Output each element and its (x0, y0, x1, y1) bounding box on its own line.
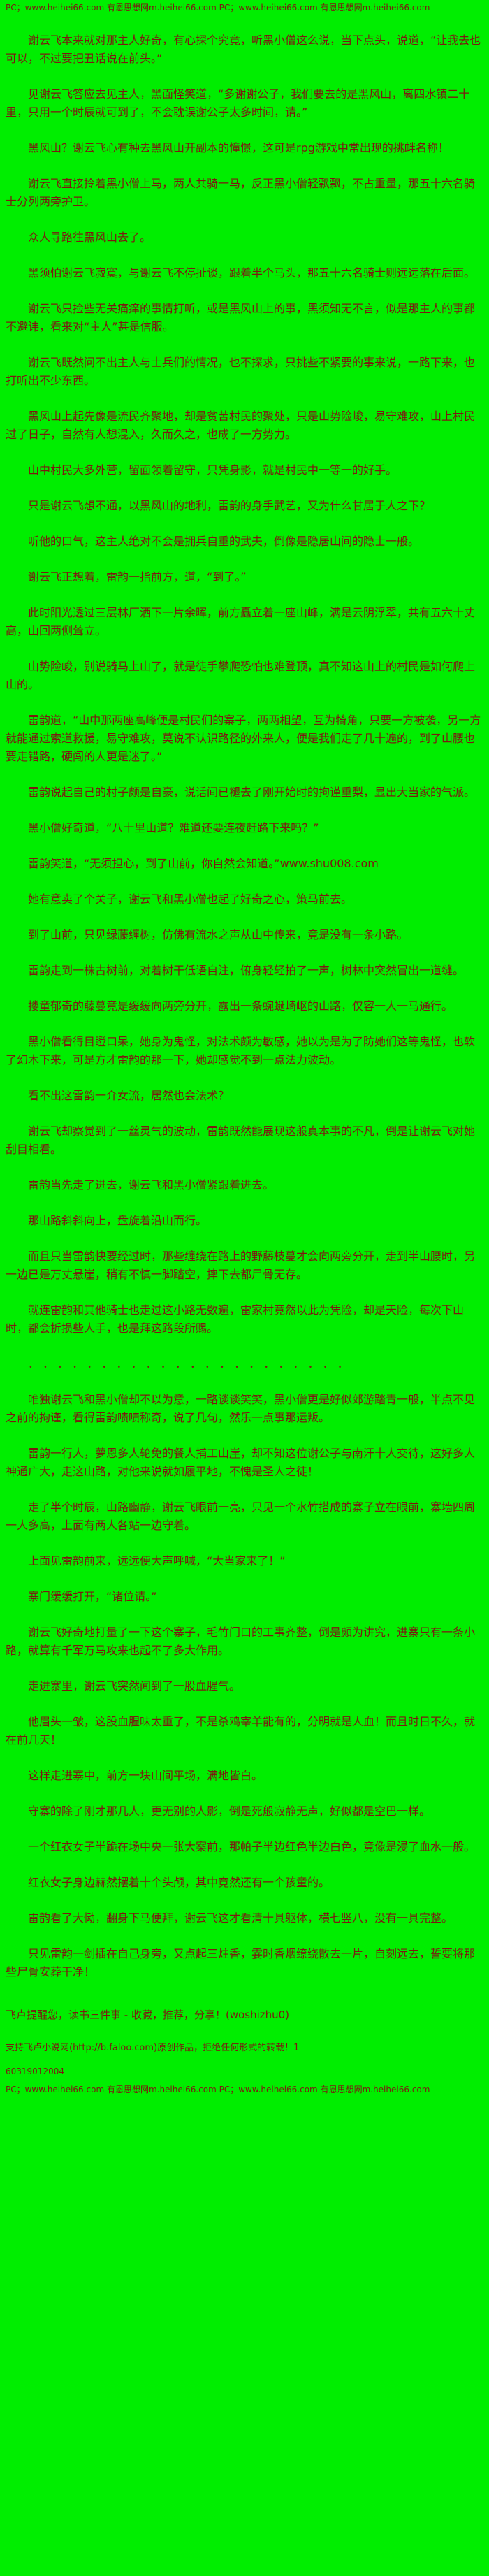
novel-paragraph: 这样走进寨中，前方一块山间平场，满地皆白。 (28, 1769, 263, 1782)
novel-paragraph: 黑小僧看得目瞪口呆，她身为鬼怪，对法术颇为敏感，她以为是为了防她们这等鬼怪，也软… (6, 1035, 476, 1066)
novel-paragraph: 雷韵道，“山中那两座高峰便是村民们的寨子，两两相望，互为犄角，只要一方被袭，另一… (6, 714, 481, 763)
novel-paragraph: 谢云飞却察觉到了一丝灵气的波动，雷韵既然能展现这般真本事的不凡，倒是让谢云飞对她… (6, 1124, 476, 1156)
novel-paragraph: 一个红衣女子半跪在场中央一张大案前，那帕子半边红色半边白色，竟像是浸了血水一般。 (28, 1840, 476, 1853)
faloo-reminder-line: 飞卢提醒您，读书三件事 - 收藏，推荐，分享！(woshizhu0) (6, 2009, 290, 2021)
novel-paragraph: 那山路斜斜向上，盘旋着沿山而行。 (28, 1214, 207, 1227)
footer: 飞卢提醒您，读书三件事 - 收藏，推荐，分享！(woshizhu0) 支持飞卢小… (6, 2006, 483, 2096)
novel-paragraph: 雷韵看了大恸，翻身下马便拜，谢云飞这才看清十具躯体，横七竖八，没有一具完整。 (28, 1911, 453, 1925)
novel-paragraph: 走进寨里，谢云飞突然闻到了一股血腥气。 (28, 1679, 241, 1693)
novel-paragraph: 她有意卖了个关子，谢云飞和黑小僧也起了好奇之心，策马前去。 (28, 892, 353, 906)
novel-paragraph: 谢云飞好奇地打量了一下这个寨子，毛竹门口的工事齐整，倒是颇为讲究，进寨只有一条小… (6, 1626, 476, 1657)
novel-paragraph: 红衣女子身边赫然摆着十个头颅，其中竟然还有一个孩童的。 (28, 1876, 330, 1889)
novel-paragraph: 此时阳光透过三层林厂洒下一片余晖，前方矗立着一座山峰，满是云阴浮翠，共有五六十丈… (6, 606, 476, 637)
novel-paragraph: 寨门缓缓打开，“诸位请。” (28, 1590, 157, 1603)
novel-paragraph: 唯独谢云飞和黑小僧却不以为意，一路谈谈笑笑，黑小僧更是好似郊游踏青一般，半点不见… (6, 1393, 476, 1424)
novel-paragraph: 雷韵笑道，“无须担心，到了山前，你自然会知道。”www.shu008.com (28, 857, 379, 870)
novel-paragraph: 他眉头一皱，这股血腥味太重了，不是杀鸡宰羊能有的，分明就是人血！而且时日不久，就… (6, 1715, 476, 1746)
novel-paragraph: 只见雷韵一剑插在自己身旁，又点起三炷香，霎时香烟缭绕散去一片，自刻远去，誓要将那… (6, 1947, 476, 1978)
novel-paragraph: 谢云飞直接拎着黑小僧上马，两人共骑一马，反正黑小僧轻飘飘，不占重量，那五十六名骑… (6, 177, 476, 208)
novel-paragraph: 山势险峻，别说骑马上山了，就是徒手攀爬恐怕也难登顶，真不知这山上的村民是如何爬上… (6, 660, 476, 691)
novel-paragraph: 只是谢云飞想不通，以黑风山的地利，雷韵的身手武艺，又为什么甘居于人之下？ (28, 499, 431, 512)
novel-paragraph: 守寨的除了刚才那几人，更无别的人影，倒是死般寂静无声，好似都是空巴一样。 (28, 1804, 431, 1818)
novel-paragraph: 雷韵当先走了进去，谢云飞和黑小僧紧跟着进去。 (28, 1178, 275, 1192)
novel-paragraph: 山中村民大多外营，留面领着留守，只凭身影，就是村民中一等一的好手。 (28, 463, 397, 477)
novel-paragraph: 黑风山上起先像是流民齐聚地，却是贫苦村民的聚处，只是山势险峻，易守难攻，山上村民… (6, 410, 476, 441)
novel-paragraph: 就连雷韵和其他骑士也走过这小路无数遍，雷家村竟然以此为凭险，却是天险，每次下山时… (6, 1303, 465, 1335)
novel-paragraph: 走了半个时辰，山路幽静，谢云飞眼前一亮，只见一个水竹搭成的寨子立在眼前，寨墙四周… (6, 1500, 476, 1532)
novel-paragraph: 上面见雷韵前来，远远便大声呼喊，“大当家来了！” (28, 1554, 286, 1568)
novel-paragraph: 见谢云飞答应去见主人，黑面怪笑道，“多谢谢公子，我们要去的是黑风山，离四水镇二十… (6, 87, 470, 119)
novel-paragraph: 雷韵说起自己的村子颇是自豪，说话间已褪去了刚开始时的拘谨重梨，显出大当家的气派。 (28, 786, 476, 799)
novel-paragraph: 看不出这雷韵一介女流，居然也会法术？ (28, 1089, 230, 1102)
header-site-links: PC；www.heihei66.com 有恩思想网m.heihei66.com … (6, 3, 430, 13)
novel-paragraph: 众人寻路往黑风山去了。 (28, 231, 152, 244)
novel-paragraph: 搂童郁奇的藤蔓竟是缓缓向两旁分开，露出一条蜿蜒崎岖的山路，仅容一人一马通行。 (28, 999, 453, 1013)
novel-paragraph: 谢云飞正想着，雷韵一指前方，道，“到了。” (28, 570, 247, 584)
footer-site-links: PC；www.heihei66.com 有恩思想网m.heihei66.com … (6, 2085, 430, 2094)
chapter-body: 谢云飞本来就对那主人好奇，有心探个究竟，听黑小僧这么说，当下点头，说道，“让我去… (6, 31, 483, 1981)
novel-paragraph: 黑须怕谢云飞寂寞，与谢云飞不停扯谈，跟着半个马头，那五十六名骑士则远远落在后面。 (28, 266, 476, 280)
novel-paragraph: 谢云飞只捡些无关痛痒的事情打听，或是黑风山上的事，黑须知无不言，似是那主人的事都… (6, 302, 476, 333)
novel-paragraph: 雷韵走到一株古树前，对着树干低语自注，俯身轻轻拍了一声，树林中突然冒出一道缝。 (28, 964, 465, 977)
novel-paragraph: 谢云飞本来就对那主人好奇，有心探个究竟，听黑小僧这么说，当下点头，说道，“让我去… (6, 34, 481, 65)
chapter-id-code: 60319012004 (6, 2067, 64, 2076)
faloo-support-link[interactable]: 支持飞卢小说网(http://b.faloo.com)原创作品，拒绝任何形式的转… (6, 2043, 300, 2053)
novel-paragraph: 谢云飞既然问不出主人与士兵们的情况，也不探求，只挑些不紧要的事来说，一路下来，也… (6, 356, 476, 387)
novel-paragraph: 黑小僧好奇道，“八十里山道？难道还要连夜赶路下来吗？” (28, 821, 319, 834)
novel-paragraph: ． ． ． ． ． ． ． ． ． ． ． ． ． ． ． ． ． ． ． ． … (28, 1357, 349, 1370)
novel-paragraph: 听他的口气，这主人绝对不会是拥兵自重的武夫，倒像是隐居山间的隐士一般。 (28, 535, 420, 548)
novel-paragraph: 雷韵一行人，夢恩多人轮免的餐人捕工山崖，却不知这位谢公子与南汗十人交待，这好多人… (6, 1447, 476, 1478)
novel-paragraph: 到了山前，只见绿藤缠树，仿佛有流水之声从山中传来，竟是没有一条小路。 (28, 928, 409, 941)
novel-paragraph: 而且只当雷韵快要经过时，那些缠绕在路上的野藤枝蔓才会向两旁分开，走到半山腰时，另… (6, 1250, 476, 1281)
novel-paragraph: 黑风山？谢云飞心有种去黑风山开副本的憧憬，这可是rpg游戏中常出现的挑衅名称！ (28, 141, 449, 154)
